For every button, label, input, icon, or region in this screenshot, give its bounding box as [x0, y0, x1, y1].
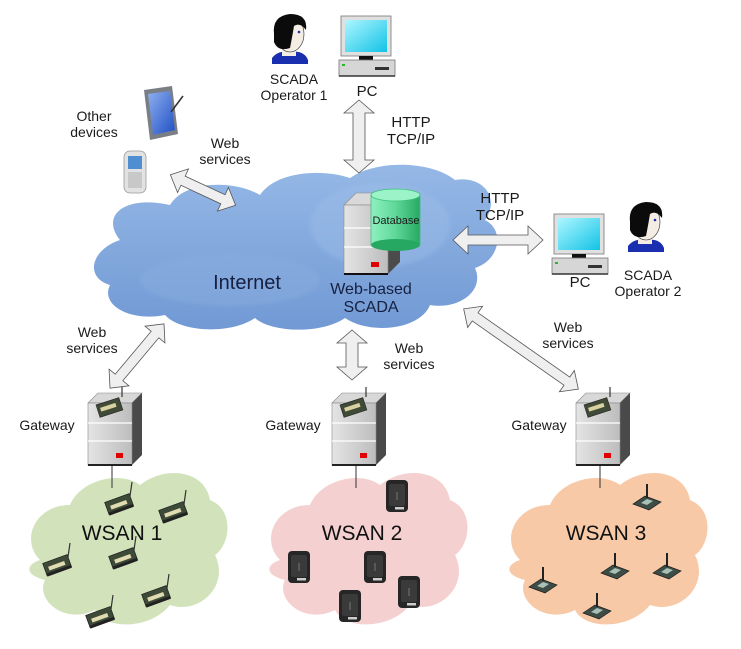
gateway2-label: Gateway [265, 417, 321, 433]
gateway1-icon [87, 386, 143, 466]
arrow-operator1-internet [342, 99, 376, 174]
gateway2-link-label: Web services [383, 340, 435, 372]
operator2-label: SCADA Operator 2 [614, 267, 682, 299]
arrow-gateway2-internet [335, 329, 369, 381]
arrow-gateway1-internet [108, 323, 166, 389]
gateway2-icon [331, 386, 387, 466]
operator1-link-label: HTTP TCP/IP [386, 114, 436, 148]
gateway3-icon [575, 386, 631, 466]
wsan1-label: WSAN 1 [81, 522, 163, 545]
wsan2-actuator-node [338, 589, 362, 623]
operator2-link-label: HTTP TCP/IP [475, 190, 525, 224]
internet-cloud [93, 164, 498, 330]
database-label: Database [372, 215, 420, 227]
gateway3-label: Gateway [511, 417, 567, 433]
mobile-phone-icon [123, 150, 147, 194]
gateway1-label: Gateway [19, 417, 75, 433]
wsan2-label: WSAN 2 [321, 522, 403, 545]
other-devices-label: Other devices [70, 108, 118, 140]
database-icon [370, 188, 421, 251]
arrow-devices-internet [169, 168, 237, 212]
wsan3-cloud [509, 473, 708, 625]
internet-label: Internet [213, 272, 281, 294]
operator1-label: SCADA Operator 1 [260, 71, 328, 103]
operator1-pc-icon [338, 15, 396, 77]
arrow-gateway3-internet [463, 305, 579, 393]
arrow-operator2-internet [452, 225, 544, 255]
tablet-icon [144, 86, 184, 140]
wsan2-actuator-node [397, 575, 421, 609]
wsan2-cloud [269, 473, 468, 625]
wsan2-actuator-node [385, 479, 409, 513]
other-devices-link-label: Web services [199, 135, 251, 167]
scada-server-label: Web-based SCADA [330, 281, 412, 316]
gateway3-link-label: Web services [542, 319, 594, 351]
operator2-person-icon [627, 201, 665, 253]
operator2-pc-label: PC [569, 274, 591, 291]
gateway1-link-label: Web services [66, 324, 118, 356]
wsan2-actuator-node [287, 550, 311, 584]
wsan3-label: WSAN 3 [565, 522, 647, 545]
operator2-pc-icon [551, 213, 609, 275]
wsan2-actuator-node [363, 550, 387, 584]
operator1-pc-label: PC [356, 83, 378, 100]
operator1-person-icon [271, 13, 309, 65]
